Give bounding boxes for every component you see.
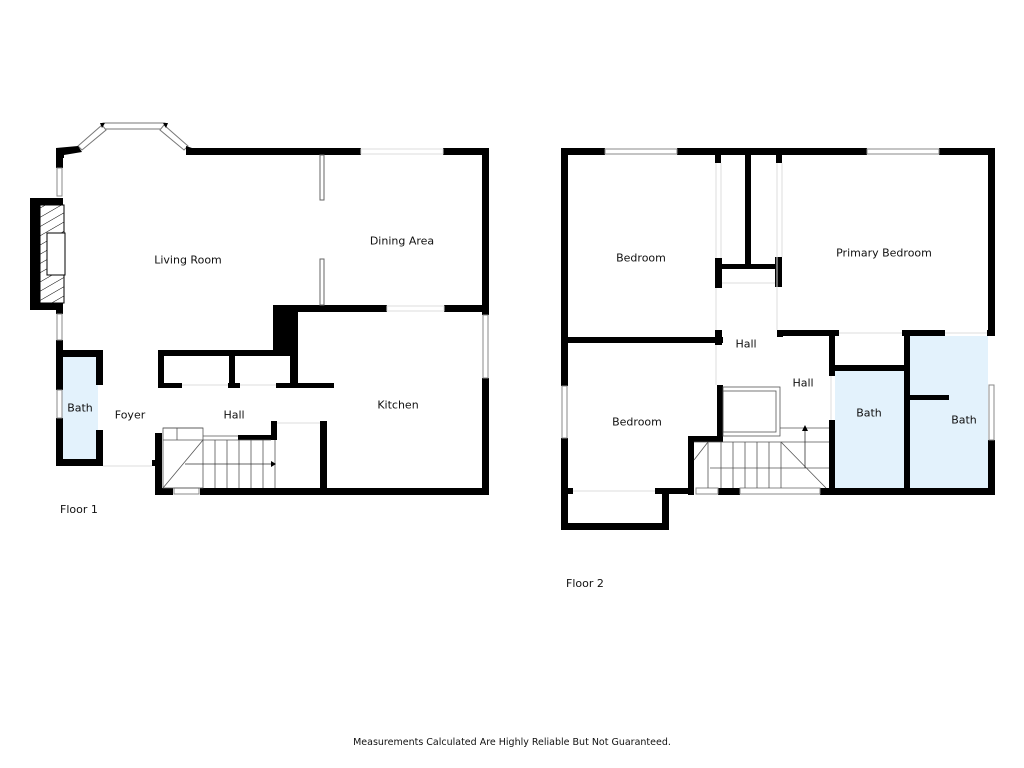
floor-2-bath-2-fill bbox=[910, 336, 988, 488]
floor-1-plan bbox=[30, 122, 489, 495]
room-label-hall: Hall bbox=[223, 408, 245, 422]
stairs-floor-1 bbox=[162, 427, 276, 489]
room-label-foyer: Foyer bbox=[114, 408, 146, 422]
room-label-bath-2: Bath bbox=[951, 413, 977, 427]
room-label-kitchen: Kitchen bbox=[377, 398, 419, 412]
room-label-bedroom-1: Bedroom bbox=[616, 251, 666, 265]
fireplace-hearth bbox=[46, 232, 66, 276]
room-label-primary-bedroom: Primary Bedroom bbox=[836, 246, 932, 260]
room-label-bath: Bath bbox=[67, 401, 93, 415]
windows-floor-1 bbox=[56, 148, 489, 495]
room-label-living-room: Living Room bbox=[154, 253, 222, 267]
walls-floor-1 bbox=[30, 123, 489, 495]
room-label-bath-1: Bath bbox=[856, 406, 882, 420]
floor-2-plan bbox=[561, 148, 995, 530]
walls-floor-2 bbox=[561, 148, 995, 530]
floor-2-bath-1-fill bbox=[835, 371, 905, 488]
room-label-hall-upper: Hall bbox=[735, 337, 757, 351]
windows-floor-2 bbox=[561, 148, 995, 495]
floor-1-bath-fill bbox=[62, 357, 98, 460]
floor-2-label: Floor 2 bbox=[566, 577, 604, 590]
room-label-dining-area: Dining Area bbox=[369, 234, 435, 248]
room-label-hall-lower: Hall bbox=[792, 376, 814, 390]
bay-window bbox=[77, 122, 189, 151]
measurement-disclaimer: Measurements Calculated Are Highly Relia… bbox=[353, 737, 671, 748]
room-label-bedroom-2: Bedroom bbox=[612, 415, 662, 429]
floor-1-label: Floor 1 bbox=[60, 503, 98, 516]
stairs-floor-2 bbox=[693, 386, 829, 489]
